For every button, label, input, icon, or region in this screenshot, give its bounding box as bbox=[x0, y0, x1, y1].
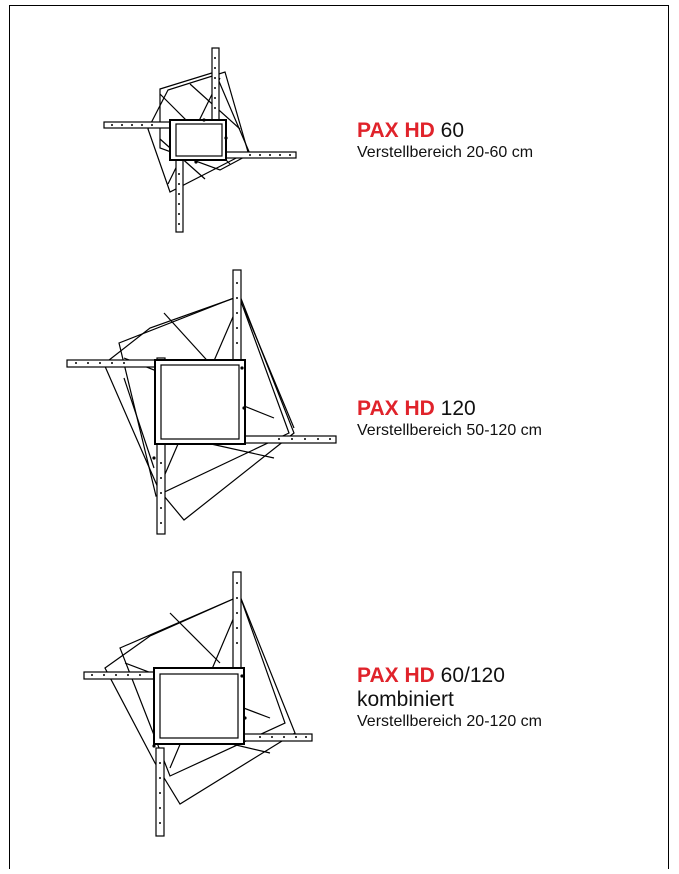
product-name: PAX HD 120 bbox=[357, 397, 542, 421]
mount-diagram-pax-hd-60-120 bbox=[83, 571, 313, 837]
brand-name: PAX HD bbox=[357, 664, 435, 687]
model-number: 60/120 bbox=[440, 664, 505, 687]
product-subtitle: kombiniert bbox=[357, 688, 454, 711]
model-number: 120 bbox=[440, 397, 476, 420]
adjustment-range: Verstellbereich 20-60 cm bbox=[357, 144, 534, 161]
model-number: 60 bbox=[440, 119, 464, 142]
adjustment-range: Verstellbereich 20-120 cm bbox=[357, 713, 542, 730]
page-frame bbox=[9, 5, 669, 869]
product-name: PAX HD 60 bbox=[357, 119, 533, 143]
mount-diagram-pax-hd-120 bbox=[66, 269, 337, 535]
product-name: PAX HD 60/120 bbox=[357, 664, 542, 688]
adjustment-range: Verstellbereich 50-120 cm bbox=[357, 422, 542, 439]
product-label-3: PAX HD 60/120 kombiniert Verstellbereich… bbox=[357, 664, 542, 732]
product-label-1: PAX HD 60 Verstellbereich 20-60 cm bbox=[357, 119, 533, 163]
mount-diagram-pax-hd-60 bbox=[103, 47, 297, 233]
brand-name: PAX HD bbox=[357, 119, 435, 142]
product-label-2: PAX HD 120 Verstellbereich 50-120 cm bbox=[357, 397, 542, 441]
brand-name: PAX HD bbox=[357, 397, 435, 420]
